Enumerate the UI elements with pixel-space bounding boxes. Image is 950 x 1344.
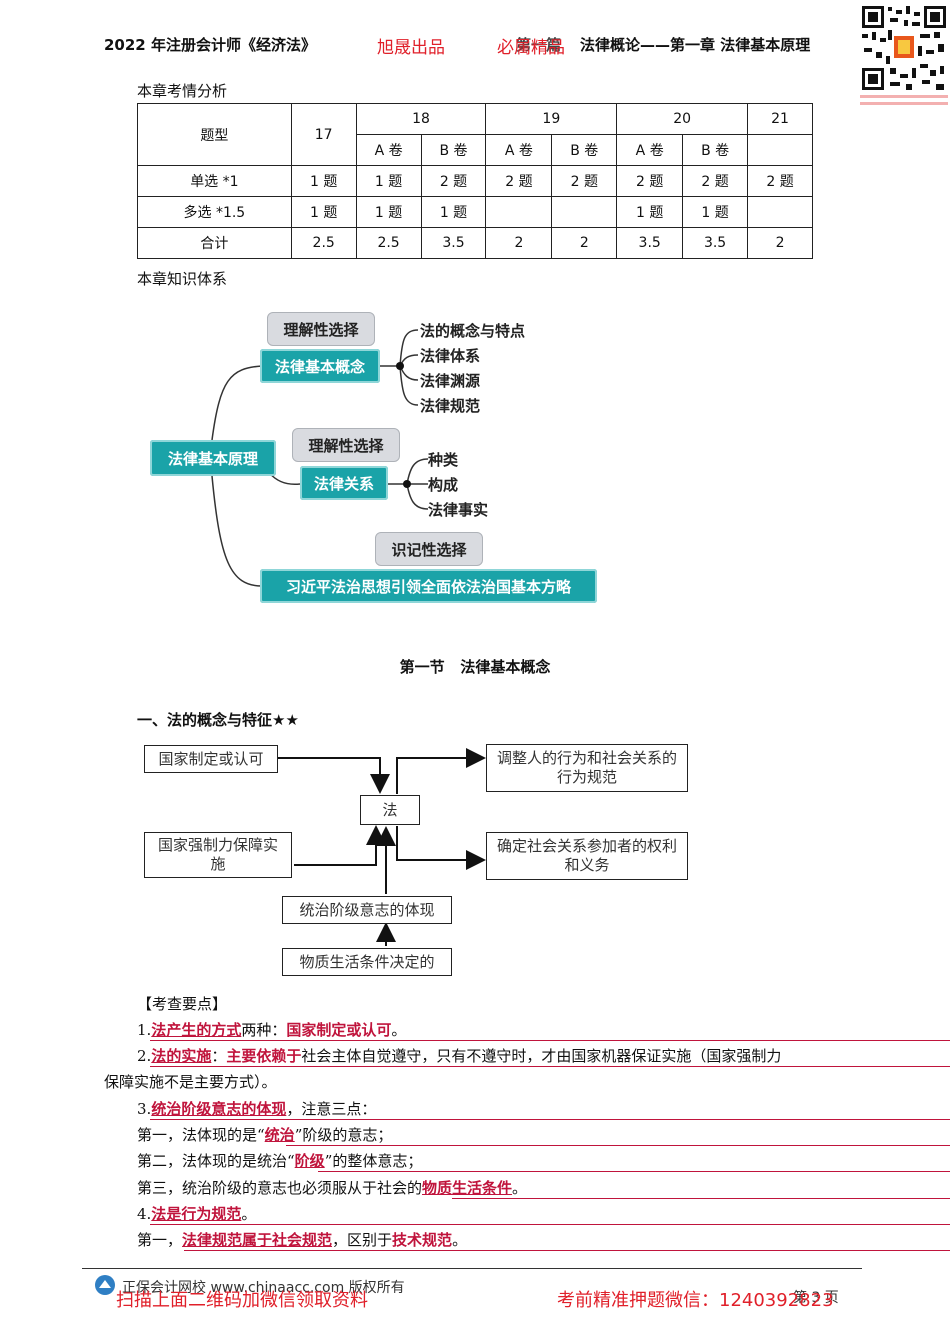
flow-box-enact: 国家制定或认可 xyxy=(144,745,278,773)
table-cell: 3.5 xyxy=(616,227,684,259)
point-3-1: 第一，法体现的是“统治”阶级的意志； xyxy=(137,1126,393,1144)
point-3-2: 第二，法体现的是统治“阶级”的整体意志； xyxy=(137,1152,423,1170)
row-type: 多选 *1.5 xyxy=(137,196,292,228)
footer-site: 正保会计网校 www.chinaacc.com 版权所有 xyxy=(122,1280,405,1296)
point-3: 3.统治阶级意志的体现，注意三点： xyxy=(137,1100,377,1118)
mind-root-node: 法律基本原理 xyxy=(150,440,276,476)
annotation-underline xyxy=(318,1171,950,1172)
mind-tag-understanding: 理解性选择 xyxy=(292,428,400,462)
table-cell: 2 xyxy=(747,227,813,259)
empty-cell xyxy=(747,134,813,166)
annotation-underline xyxy=(150,1224,950,1225)
mind-node-xi-rule-of-law: 习近平法治思想引领全面依法治国基本方略 xyxy=(260,569,597,603)
points-heading: 【考查要点】 xyxy=(137,995,228,1013)
mind-leaf: 法律体系 xyxy=(420,347,481,365)
table-cell: 1 题 xyxy=(290,196,357,228)
table-cell: 3.5 xyxy=(420,227,487,259)
point-4-1: 第一，法律规范属于社会规范，区别于技术规范。 xyxy=(137,1231,468,1249)
qr-code-icon xyxy=(860,4,948,105)
annotation-underline xyxy=(286,1145,950,1146)
table-cell: 2.5 xyxy=(355,227,422,259)
table-cell: 2 题 xyxy=(551,165,618,197)
table-cell: 2 题 xyxy=(616,165,684,197)
table-cell: 2 xyxy=(551,227,618,259)
flow-box-coercion: 国家强制力保障实施 xyxy=(144,832,292,878)
table-cell: 2 题 xyxy=(747,165,813,197)
table-row: 合计 2.5 2.5 3.5 2 2 3.5 3.5 2 xyxy=(137,227,813,259)
watermark-mark-1: 旭晟出品 xyxy=(377,38,445,58)
flow-box-material-conditions: 物质生活条件决定的 xyxy=(282,948,452,976)
exam-analysis-title: 本章考情分析 xyxy=(137,82,228,100)
flow-box-rights-obligations: 确定社会关系参加者的权利和义务 xyxy=(486,832,688,880)
flow-arrows xyxy=(278,748,486,946)
annotation-underline xyxy=(150,1066,950,1067)
paper-b-header: B 卷 xyxy=(551,134,618,166)
table-cell: 1 题 xyxy=(420,196,487,228)
header-part: 第一篇 xyxy=(516,36,562,54)
header-chapter: 法律概论——第一章 法律基本原理 xyxy=(580,36,811,54)
point-2: 2.法的实施：主要依赖于社会主体自觉遵守，只有不遵守时，才由国家机器保证实施（国… xyxy=(137,1047,782,1065)
point-1: 1.法产生的方式两种：国家制定或认可。 xyxy=(137,1021,407,1039)
mind-leaf: 法律渊源 xyxy=(420,372,481,390)
mind-leaf: 种类 xyxy=(428,451,459,469)
paper-b-header: B 卷 xyxy=(420,134,487,166)
mind-node-legal-relations: 法律关系 xyxy=(300,466,388,500)
col-type-header: 题型 xyxy=(137,103,292,166)
mind-node-basic-concepts: 法律基本概念 xyxy=(260,349,380,383)
header-title: 2022 年注册会计师《经济法》 xyxy=(104,36,316,54)
year-header: 20 xyxy=(616,103,749,135)
point-2-cont: 保障实施不是主要方式）。 xyxy=(104,1073,277,1091)
table-cell: 2 xyxy=(485,227,553,259)
table-row: 多选 *1.5 1 题 1 题 1 题 1 题 1 题 xyxy=(137,196,813,228)
year-header: 17 xyxy=(290,103,357,166)
mind-leaf: 法律规范 xyxy=(420,397,481,415)
footer-divider xyxy=(82,1268,862,1269)
paper-a-header: A 卷 xyxy=(616,134,684,166)
mind-tag-understanding: 理解性选择 xyxy=(267,312,375,346)
sub-title: 一、法的概念与特征★★ xyxy=(137,711,299,729)
table-cell xyxy=(485,196,553,228)
annotation-underline xyxy=(150,1119,950,1120)
knowledge-title: 本章知识体系 xyxy=(137,270,228,288)
annotation-underline xyxy=(452,1198,950,1199)
footer-page-number: 第 3 页 xyxy=(793,1290,839,1306)
exam-analysis-table: 题型 17 18 19 20 21 A 卷 B 卷 A 卷 B 卷 A 卷 B … xyxy=(137,103,813,259)
table-cell: 1 题 xyxy=(682,196,749,228)
table-cell: 2 题 xyxy=(682,165,749,197)
row-type: 合计 xyxy=(137,227,292,259)
footer-promo-scan: 扫描上面二维码加微信领取资料 xyxy=(116,1290,368,1311)
table-cell: 1 题 xyxy=(616,196,684,228)
row-type: 单选 *1 xyxy=(137,165,292,197)
footer-promo-wechat: 考前精准押题微信：1240392823 xyxy=(557,1290,834,1311)
wechat-id: 1240392823 xyxy=(719,1290,834,1311)
mind-leaf: 法的概念与特点 xyxy=(420,322,526,340)
watermark-mark-2: 必属精品 xyxy=(497,38,565,58)
table-cell: 1 题 xyxy=(355,196,422,228)
chinaacc-logo-icon xyxy=(95,1275,115,1295)
mind-tag-memorization: 识记性选择 xyxy=(375,532,483,566)
table-cell: 3.5 xyxy=(682,227,749,259)
table-row: 单选 *1 1 题 1 题 2 题 2 题 2 题 2 题 2 题 2 题 xyxy=(137,165,813,197)
year-header: 21 xyxy=(747,103,813,135)
point-4: 4.法是行为规范。 xyxy=(137,1205,257,1223)
annotation-underline xyxy=(184,1250,950,1251)
flow-box-law: 法 xyxy=(360,795,420,825)
table-cell: 1 题 xyxy=(290,165,357,197)
annotation-underline xyxy=(150,1040,950,1041)
table-cell: 2 题 xyxy=(485,165,553,197)
flow-box-behavior-norms: 调整人的行为和社会关系的行为规范 xyxy=(486,744,688,792)
mind-leaf: 法律事实 xyxy=(428,501,489,519)
point-3-3: 第三，统治阶级的意志也必须服从于社会的物质生活条件。 xyxy=(137,1179,528,1197)
flow-box-ruling-class-will: 统治阶级意志的体现 xyxy=(282,896,452,924)
mind-leaf: 构成 xyxy=(428,476,459,494)
year-header: 19 xyxy=(485,103,618,135)
section-title: 第一节 法律基本概念 xyxy=(399,658,551,676)
